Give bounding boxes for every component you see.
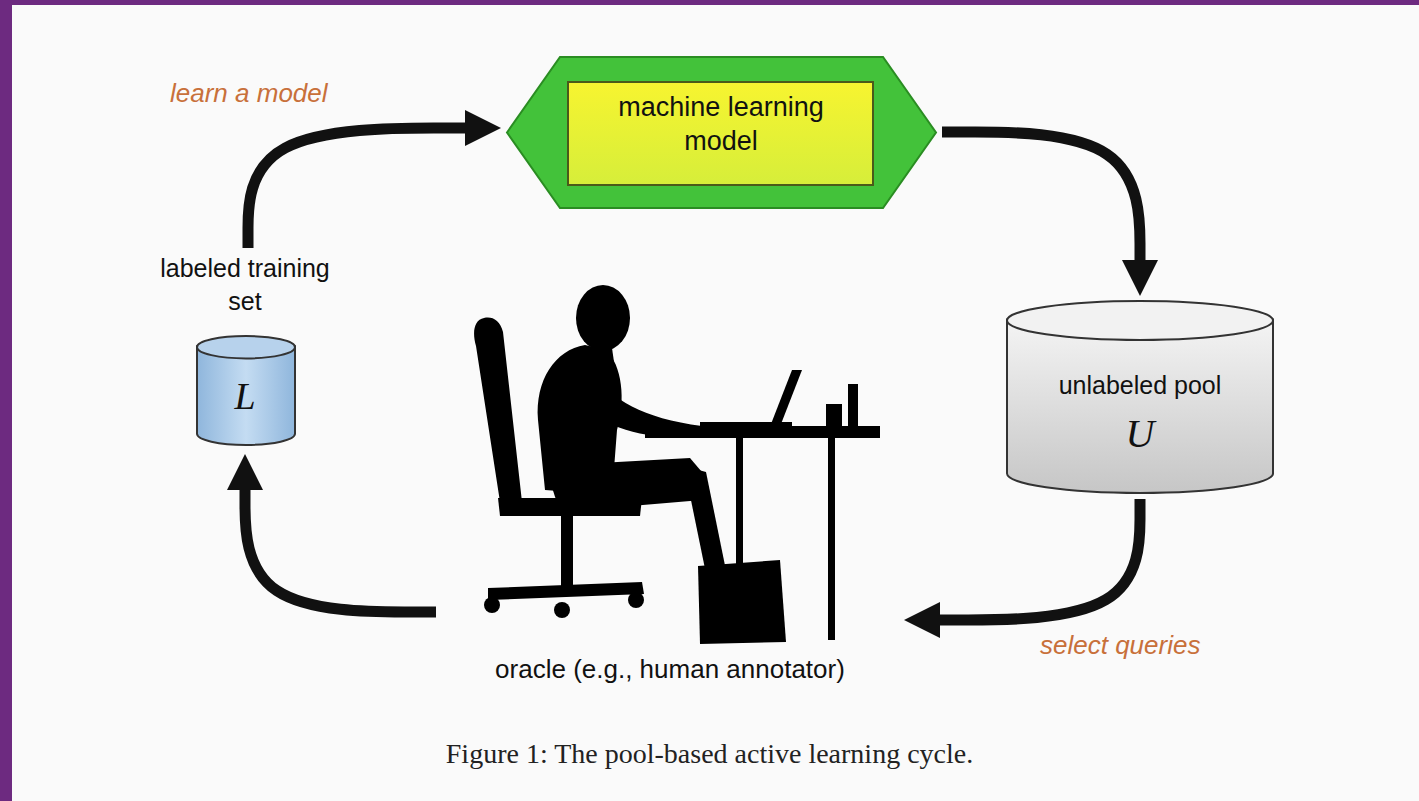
chair-wheel: [484, 597, 500, 613]
inner-box: [568, 82, 873, 185]
figure-caption: Figure 1: The pool-based active learning…: [0, 738, 1419, 770]
oracle-figure: oracle (e.g., human annotator): [440, 280, 900, 690]
frame-strip: [0, 0, 12, 801]
silhouette-part: [698, 560, 786, 644]
cylinder-top: [197, 336, 295, 358]
node-label: unlabeled pool: [1005, 370, 1275, 400]
hexagon-shape: [507, 57, 936, 208]
silhouette-part: [771, 370, 802, 424]
silhouette-part: [561, 514, 573, 588]
cycle-arrow: [942, 132, 1140, 266]
cycle-arrow: [245, 484, 436, 612]
labeled-set-cylinder: labeled training setL: [150, 252, 340, 450]
cylinder-body: [1007, 320, 1273, 494]
node-label: machine learning model: [581, 91, 861, 159]
edge-label: learn a model: [166, 78, 332, 109]
silhouette-part: [498, 498, 642, 516]
cycle-arrow: [248, 128, 471, 248]
node-label: oracle (e.g., human annotator): [440, 654, 900, 685]
silhouette-part: [848, 384, 858, 428]
set-symbol: U: [1005, 412, 1275, 456]
silhouette-part: [828, 436, 835, 640]
chair-wheel: [554, 602, 570, 618]
frame-strip: [0, 0, 1419, 5]
silhouette-part: [826, 404, 842, 428]
set-symbol: L: [150, 376, 340, 418]
silhouette-part: [488, 582, 644, 600]
chair-wheel: [628, 592, 644, 608]
node-heading: labeled training set: [150, 252, 340, 317]
cylinder-top: [1007, 301, 1273, 340]
person-at-desk-silhouette: [440, 280, 900, 645]
silhouette-part: [474, 318, 522, 502]
silhouette-head: [576, 285, 630, 351]
model-hexagon: machine learning model: [505, 55, 938, 210]
edge-label: select queries: [1036, 630, 1204, 661]
unlabeled-pool-cylinder: unlabeled poolU: [1005, 300, 1275, 495]
cycle-arrow: [934, 499, 1140, 620]
